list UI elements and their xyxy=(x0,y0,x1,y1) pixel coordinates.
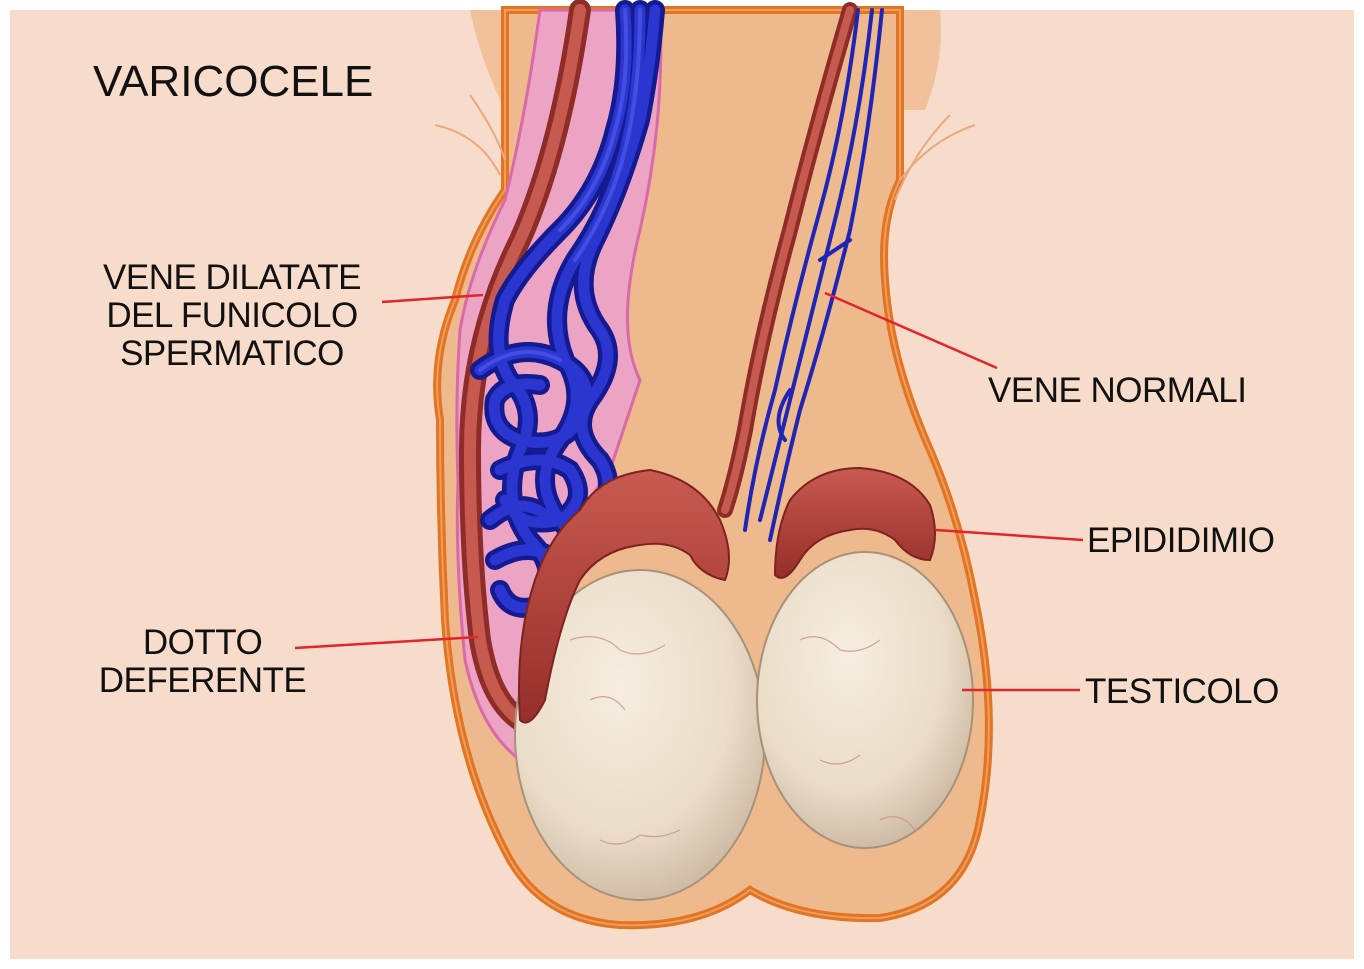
label-normal-veins: VENE NORMALI xyxy=(988,372,1247,410)
label-dilated-veins-line2: DEL FUNICOLO xyxy=(86,297,378,335)
label-testis: TESTICOLO xyxy=(1085,673,1279,711)
label-vas-deferens: DOTTO DEFERENTE xyxy=(90,624,315,700)
label-epididymis: EPIDIDIMIO xyxy=(1087,522,1275,560)
label-dilated-veins-line1: VENE DILATATE xyxy=(86,259,378,297)
label-dilated-veins: VENE DILATATE DEL FUNICOLO SPERMATICO xyxy=(86,259,378,373)
label-dilated-veins-line3: SPERMATICO xyxy=(86,335,378,373)
diagram-title: VARICOCELE xyxy=(93,58,373,106)
label-vas-deferens-line2: DEFERENTE xyxy=(90,662,315,700)
testis-right xyxy=(757,552,973,848)
label-vas-deferens-line1: DOTTO xyxy=(90,624,315,662)
